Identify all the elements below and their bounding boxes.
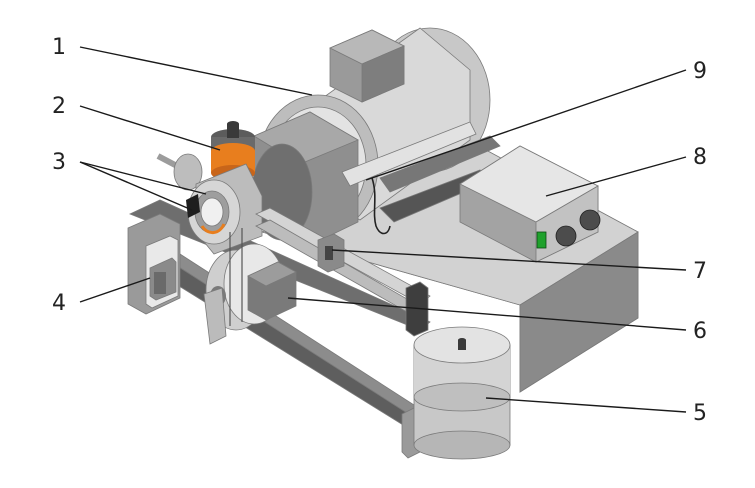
- control-knob-1: [555, 225, 577, 247]
- callout-labels: 1 2 3 4 5 6 7 8 9: [52, 35, 707, 426]
- callout-6: 6: [693, 319, 707, 344]
- callout-5: 5: [693, 401, 707, 426]
- callout-7: 7: [693, 259, 707, 284]
- leader-9: [365, 69, 687, 181]
- leader-2: [79, 105, 221, 151]
- leader-4: [79, 277, 151, 303]
- actuator-block: [247, 261, 297, 321]
- callout-8: 8: [693, 145, 707, 170]
- left-bracket: [149, 257, 177, 301]
- leader-5: [485, 397, 687, 413]
- callout-3: 3: [52, 150, 66, 175]
- callout-1: 1: [52, 35, 66, 60]
- front-flange: [156, 153, 263, 255]
- weight-drum: [413, 326, 511, 460]
- leader-1: [79, 46, 313, 96]
- sensor-wire: [371, 177, 391, 235]
- leader-8: [545, 156, 687, 197]
- callout-4: 4: [52, 291, 66, 316]
- leader-6: [287, 297, 687, 331]
- callout-2: 2: [52, 94, 66, 119]
- leader-lines: [79, 46, 687, 413]
- control-knob-2: [579, 209, 601, 231]
- callout-9: 9: [693, 59, 707, 84]
- leader-7: [331, 249, 687, 271]
- control-box: [459, 145, 601, 263]
- leader-3a: [79, 161, 207, 195]
- power-switch: [536, 231, 547, 249]
- leader-3b: [79, 161, 193, 211]
- linear-guide: [255, 207, 431, 317]
